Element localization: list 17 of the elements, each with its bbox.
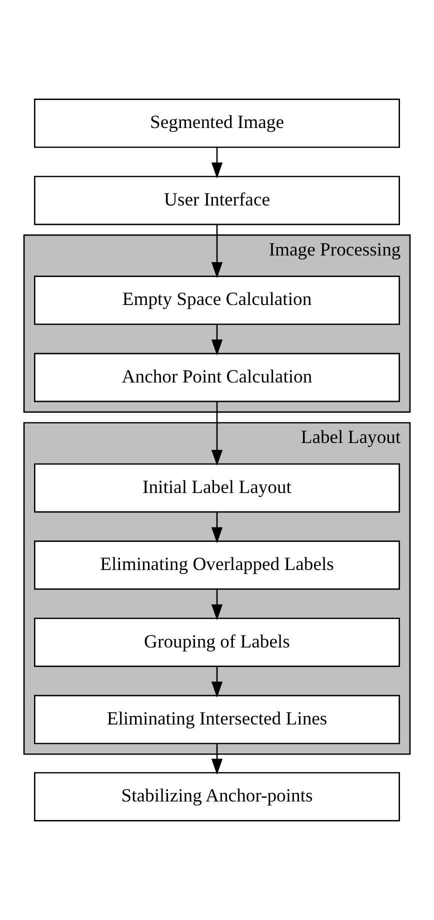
node-box: Segmented Image (34, 98, 400, 148)
node-box: Eliminating Overlapped Labels (34, 540, 400, 590)
arrow (211, 224, 223, 278)
arrow (211, 402, 223, 466)
arrow (211, 147, 223, 179)
arrow (211, 324, 223, 356)
node-box: Grouping of Labels (34, 618, 400, 667)
node-box: Initial Label Layout (34, 463, 400, 513)
node-box: Eliminating Intersected Lines (34, 694, 400, 744)
node-box: Anchor Point Calculation (34, 352, 400, 402)
arrow (211, 589, 223, 620)
node-box: Stabilizing Anchor-points (34, 772, 400, 822)
arrow (211, 744, 223, 775)
arrow (211, 666, 223, 698)
node-box: User Interface (34, 176, 400, 226)
node-box: Empty Space Calculation (34, 276, 400, 325)
arrow (211, 512, 223, 544)
